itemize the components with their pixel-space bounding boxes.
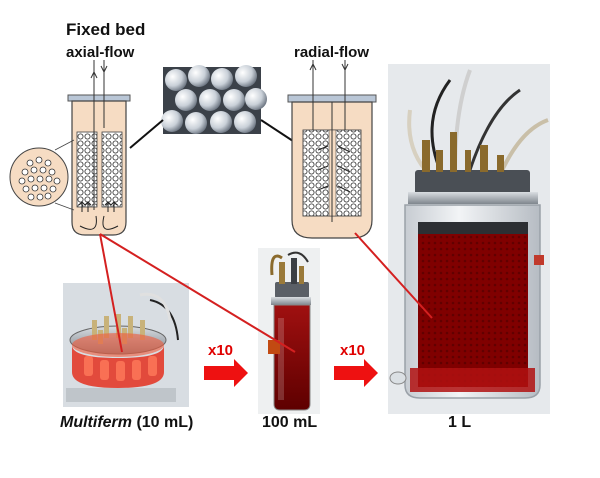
radial-flow-reactor-schematic [287, 60, 377, 239]
connector-axial-to-100ml [99, 233, 296, 353]
radial-vessel-lid [287, 94, 377, 103]
bead-micrograph [129, 65, 297, 149]
axial-up-arrow-icon [90, 71, 98, 79]
axial-down-arrow-icon [100, 65, 108, 73]
axial-flow-reactor-schematic [67, 60, 131, 236]
scale-factor-1: x10 [208, 342, 234, 359]
caption-multiferm-volume: (10 mL) [132, 414, 194, 431]
axial-flow-label: axial-flow [66, 44, 135, 61]
figure-title: Fixed bed [66, 20, 146, 39]
photo-1l-bioreactor [388, 64, 550, 414]
connector-lines [99, 232, 433, 353]
photo-multiferm [63, 283, 189, 407]
photo-100ml-bioreactor [258, 248, 320, 414]
radial-down-arrow-icon [341, 63, 349, 71]
caption-100ml: 100 mL [262, 414, 318, 431]
scale-arrow-1 [204, 359, 248, 387]
caption-multiferm-name: Multiferm [60, 414, 132, 431]
radial-flow-arrows-icon [317, 145, 351, 193]
connector-axial-to-multiferm [99, 233, 123, 353]
axial-flow-arrows-icon [78, 201, 119, 230]
caption-1l: 1 L [448, 414, 472, 431]
bead-cross-section [9, 139, 75, 211]
radial-up-arrow-icon [309, 63, 317, 71]
caption-multiferm: Multiferm (10 mL) [60, 414, 193, 432]
axial-bead-bed-left [76, 131, 98, 208]
axial-bead-bed-right [101, 131, 123, 208]
scale-arrow-2 [334, 359, 378, 387]
radial-flow-label: radial-flow [294, 44, 370, 61]
connector-radial-to-1l [354, 232, 433, 319]
axial-vessel-lid [67, 94, 131, 102]
scale-factor-2: x10 [340, 342, 366, 359]
